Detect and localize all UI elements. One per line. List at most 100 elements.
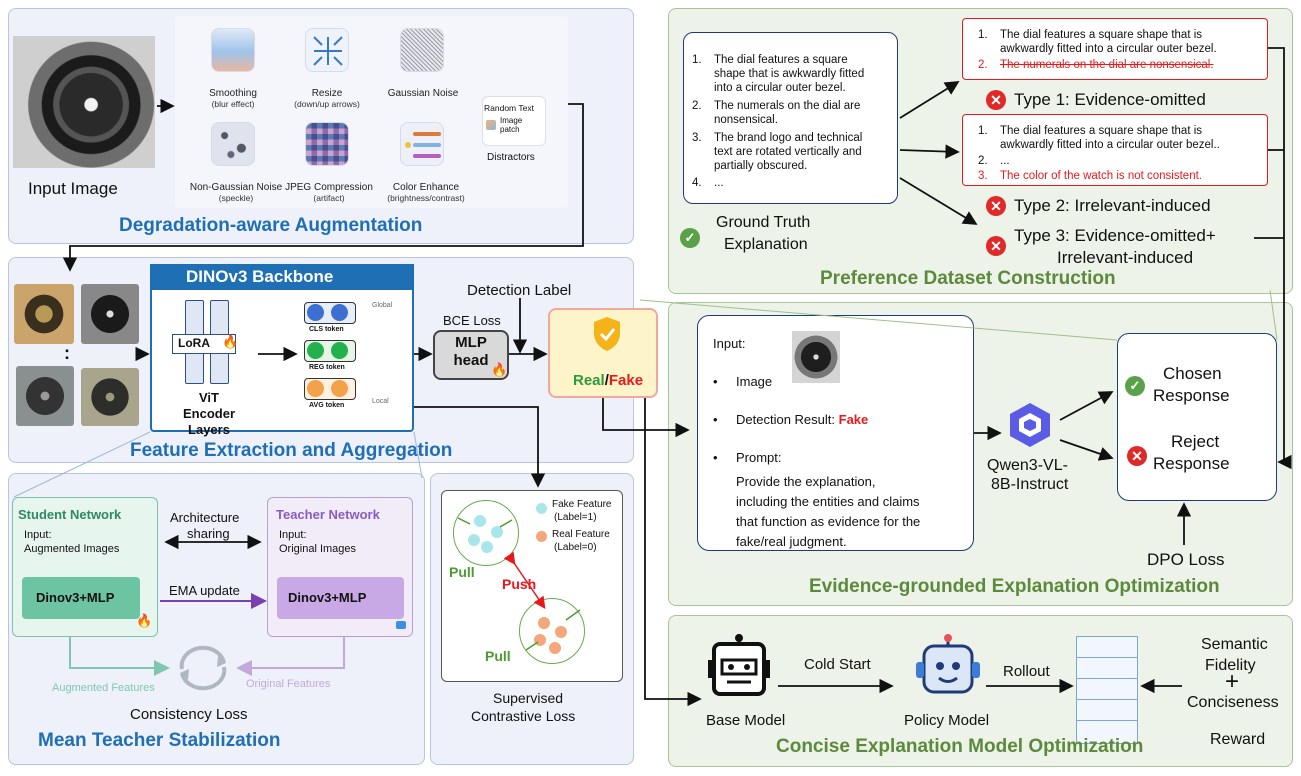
model-name-1: Qwen3-VL-	[987, 457, 1068, 474]
jpeg-label: JPEG Compression(artifact)	[285, 182, 373, 203]
image-patch-icon	[486, 120, 496, 130]
real-cluster	[519, 598, 585, 664]
real-label-value: (Label=0)	[554, 542, 597, 553]
detection-result-label: Detection Result:	[736, 412, 835, 427]
consistency-loss-label: Consistency Loss	[130, 706, 248, 723]
shield-check-icon	[594, 317, 620, 351]
reg-dot-2	[331, 342, 348, 359]
teacher-input: Input:	[279, 529, 307, 541]
cls-dot-1	[307, 304, 324, 321]
input-image-item: Image	[736, 374, 773, 389]
push-arrow	[503, 551, 546, 609]
bce-loss-label: BCE Loss	[443, 313, 501, 328]
rollout-stack	[1076, 636, 1138, 744]
speckle-noise-icon	[211, 122, 255, 166]
prompt-line-2: including the entities and claims	[736, 494, 920, 509]
random-text-label: Random Text	[484, 103, 534, 113]
arrow-teacher-feat	[236, 637, 345, 676]
base-model-robot-icon	[708, 634, 770, 696]
chosen-check-icon: ✓	[1125, 376, 1145, 396]
preference-title: Preference Dataset Construction	[820, 268, 1116, 289]
lora-flame-icon: 🔥	[222, 334, 239, 349]
rollout-label: Rollout	[1003, 663, 1050, 680]
lora-label: LoRA	[178, 336, 210, 350]
gt-label-2: Explanation	[724, 236, 808, 253]
detection-result-value: Fake	[838, 412, 869, 427]
gt-check-icon: ✓	[680, 228, 700, 248]
teacher-model-label: Dinov3+MLP	[288, 590, 367, 605]
arrow-gt-type3	[899, 177, 978, 225]
ema-label: EMA update	[169, 583, 240, 598]
student-input-2: Augmented Images	[24, 543, 120, 555]
prompt-line-1: Provide the explanation,	[736, 474, 876, 489]
orig-features-label: Original Features	[246, 678, 331, 690]
arrow-gt-type2	[899, 144, 960, 159]
type3-label-a: Type 3: Evidence-omitted+	[1014, 226, 1216, 245]
feature-title: Feature Extraction and Aggregation	[130, 440, 453, 461]
aug-thumb-3	[16, 366, 74, 426]
pull-arrow-4	[525, 641, 539, 651]
detection-result: Detection Result: Fake	[736, 412, 868, 427]
student-title: Student Network	[18, 507, 122, 522]
fake-dot	[481, 541, 493, 553]
thin-line-3	[639, 299, 1118, 341]
pull-arrow-1	[457, 517, 471, 525]
reject-label-1: Reject	[1171, 432, 1220, 451]
detection-label-text: Detection Label	[467, 282, 572, 299]
mlp-head-box[interactable]	[433, 330, 509, 380]
rollout-row	[1077, 679, 1137, 700]
fidelity-label: Fidelity	[1205, 657, 1256, 674]
fake-dot	[474, 515, 486, 527]
local-label: Local	[372, 398, 389, 405]
aug-thumb-1	[14, 284, 74, 344]
arrow-qwen-reject	[1059, 439, 1114, 461]
gt-label-1: Ground Truth	[716, 214, 811, 231]
fake-dot	[491, 526, 503, 538]
bullet-prompt: •	[713, 450, 718, 465]
thumb-ellipsis: :	[64, 343, 70, 363]
model-name-2: 8B-Instruct	[991, 476, 1069, 493]
type2-card	[962, 114, 1268, 186]
resize-label: Resize(down/up arrows)	[294, 88, 360, 109]
cycle-icon	[179, 645, 227, 691]
arrow-gt-type1	[899, 81, 960, 119]
mlp-flame-icon: 🔥	[491, 362, 508, 377]
sup-loss-label-1: Supervised	[493, 690, 564, 706]
gaussian-noise-icon	[400, 28, 444, 72]
input-heading: Input:	[713, 336, 746, 351]
type1-x-icon: ✕	[986, 90, 1006, 110]
rollout-row	[1077, 721, 1137, 741]
cold-start-label: Cold Start	[804, 656, 871, 673]
speckle-noise-label: Non-Gaussian Noise(speckle)	[189, 182, 283, 203]
bullet-image: •	[713, 374, 718, 389]
arch-label-2: sharing	[187, 526, 230, 541]
plus-label: +	[1225, 668, 1240, 695]
chosen-label-2: Response	[1153, 386, 1230, 405]
real-fake-label: Real/Fake	[573, 372, 643, 389]
bullet-detection: •	[713, 412, 718, 427]
policy-model-robot-icon	[916, 634, 980, 694]
real-dot	[555, 626, 567, 638]
line-type1-right	[1268, 47, 1285, 462]
base-model-label: Base Model	[706, 712, 786, 729]
explanation-title: Evidence-grounded Explanation Optimizati…	[809, 576, 1220, 597]
color-enhance-icon	[400, 122, 444, 166]
reg-token-label: REG token	[309, 364, 345, 371]
arrow-realfake-explain	[602, 398, 690, 438]
thin-line-2	[413, 431, 423, 479]
fake-feature-label: Fake Feature	[552, 499, 612, 510]
thin-line-1	[13, 431, 151, 498]
type1-card	[962, 18, 1268, 80]
lora-box	[172, 334, 236, 354]
ground-truth-card	[683, 32, 898, 204]
real-legend-dot	[536, 531, 547, 542]
encoder-label: ViT Encoder Layers	[182, 390, 235, 437]
arrow-to-base	[644, 398, 702, 707]
student-model-box	[22, 577, 140, 619]
real-text: Real	[573, 372, 605, 389]
arrow-to-contrastive	[414, 406, 546, 488]
pull-arrow-3	[565, 609, 581, 621]
type1-label: Type 1: Evidence-omitted	[1014, 90, 1206, 109]
aug-features-label: Augmented Features	[52, 682, 155, 694]
